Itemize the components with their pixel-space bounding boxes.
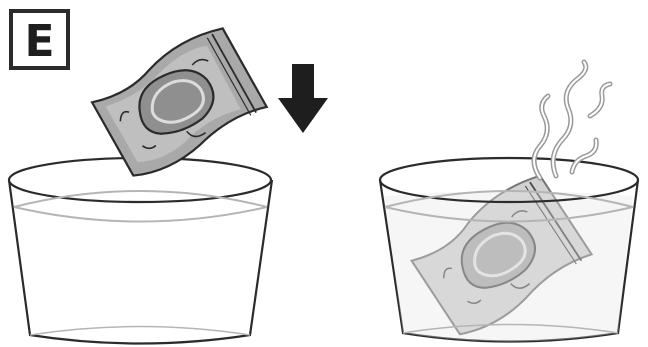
right-pot bbox=[380, 158, 638, 342]
left-pot bbox=[9, 158, 272, 344]
left-pot-body bbox=[9, 180, 272, 344]
step-label: E bbox=[11, 11, 68, 68]
step-label-text: E bbox=[24, 16, 54, 67]
down-arrow-icon bbox=[278, 64, 328, 133]
